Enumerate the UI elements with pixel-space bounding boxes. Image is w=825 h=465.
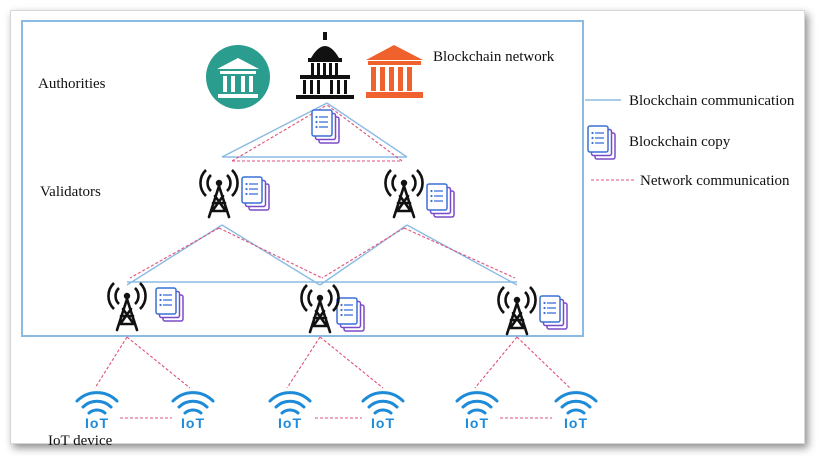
iot-badge: IoT <box>85 415 109 431</box>
legend-blockchain-copy: Blockchain copy <box>629 134 731 150</box>
blockchain-links <box>126 102 518 286</box>
blockchain-network-boundary <box>21 20 584 337</box>
validator-tower-1-icon <box>199 168 239 219</box>
legend: Blockchain communication Blockchain copy… <box>585 93 795 189</box>
authority-orange-bank-icon <box>366 45 423 98</box>
blockchain-copy-node-1-icon <box>155 287 184 322</box>
validator-tower-2-icon <box>384 168 424 219</box>
node-tower-3-icon <box>497 285 537 336</box>
node-tower-1-icon <box>107 281 147 332</box>
blockchain-copy-authority-icon <box>311 109 340 144</box>
authority-teal-bank-icon <box>206 45 270 109</box>
wifi-icon <box>171 391 215 415</box>
iot-device-1: IoT <box>75 391 119 431</box>
wifi-icon <box>75 391 119 415</box>
wifi-icon <box>455 391 499 415</box>
iot-badge: IoT <box>564 415 588 431</box>
legend-blockchain-copy-icon <box>587 125 616 160</box>
wifi-icon <box>268 391 312 415</box>
iot-device-6: IoT <box>554 391 598 431</box>
iot-device-2: IoT <box>171 391 215 431</box>
iot-device-5: IoT <box>455 391 499 431</box>
blockchain-copy-validator-1-icon <box>241 176 270 211</box>
blockchain-network-label: Blockchain network <box>433 49 555 65</box>
iot-badge: IoT <box>465 415 489 431</box>
iot-badge: IoT <box>278 415 302 431</box>
node-tower-2-icon <box>300 283 340 334</box>
wifi-icon <box>554 391 598 415</box>
authority-capitol-icon <box>296 32 354 99</box>
authorities-label: Authorities <box>38 76 106 92</box>
blockchain-copy-validator-2-icon <box>426 183 455 218</box>
legend-network-communication: Network communication <box>640 173 790 189</box>
legend-blockchain-communication: Blockchain communication <box>629 93 795 109</box>
validators-label: Validators <box>40 184 101 200</box>
blockchain-copy-node-3-icon <box>539 295 568 330</box>
wifi-icon <box>361 391 405 415</box>
network-links <box>94 104 571 419</box>
iot-badge: IoT <box>371 415 395 431</box>
iot-device-3: IoT <box>268 391 312 431</box>
iot-badge: IoT <box>181 415 205 431</box>
blockchain-copy-node-2-icon <box>336 297 365 332</box>
iot-device-label: IoT device <box>48 433 113 449</box>
iot-device-4: IoT <box>361 391 405 431</box>
